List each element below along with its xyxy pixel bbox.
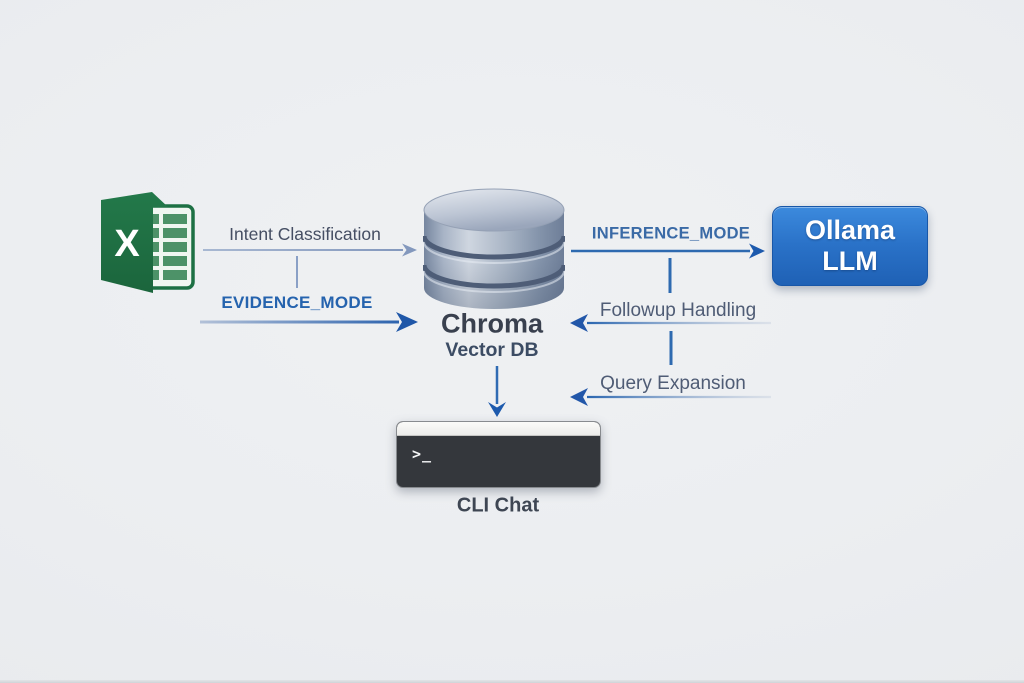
edge-label-query-expansion: Query Expansion — [600, 373, 746, 395]
arrowhead-right-icon — [402, 243, 417, 257]
arrowhead-left-icon — [570, 388, 588, 406]
edge-label-evidence-mode: EVIDENCE_MODE — [221, 293, 373, 313]
arrowhead-left-icon — [570, 314, 588, 332]
excel-spreadsheet-icon: X — [101, 192, 195, 293]
chroma-node-subtitle: Vector DB — [445, 338, 539, 361]
excel-cover-shape — [101, 192, 168, 293]
terminal-window-icon: >_ — [396, 421, 601, 488]
edge-label-intent-classification: Intent Classification — [229, 223, 381, 244]
chroma-to-cli-arrow — [488, 366, 506, 417]
arrowhead-down-icon — [488, 402, 506, 417]
chroma-node-title: Chroma — [440, 308, 544, 339]
edge-label-followup-handling: Followup Handling — [599, 300, 757, 322]
arrowhead-right-icon — [749, 243, 765, 259]
ollama-label-line1: Ollama — [804, 215, 896, 245]
terminal-prompt: >_ — [412, 445, 433, 463]
bottom-edge-line — [0, 680, 1024, 683]
edge-label-inference-mode: INFERENCE_MODE — [591, 224, 751, 243]
arrowhead-right-icon — [396, 312, 418, 332]
database-cylinder-icon — [423, 188, 565, 309]
ollama-label-line2: LLM — [822, 246, 878, 276]
intent-classification-arrow — [203, 243, 417, 257]
inference-mode-arrow — [571, 243, 765, 259]
terminal-titlebar — [397, 422, 600, 436]
cli-chat-node-label: CLI Chat — [456, 494, 540, 517]
evidence-mode-arrow — [200, 312, 418, 332]
ollama-llm-node: Ollama LLM — [772, 206, 928, 286]
excel-x-letter: X — [114, 223, 140, 265]
